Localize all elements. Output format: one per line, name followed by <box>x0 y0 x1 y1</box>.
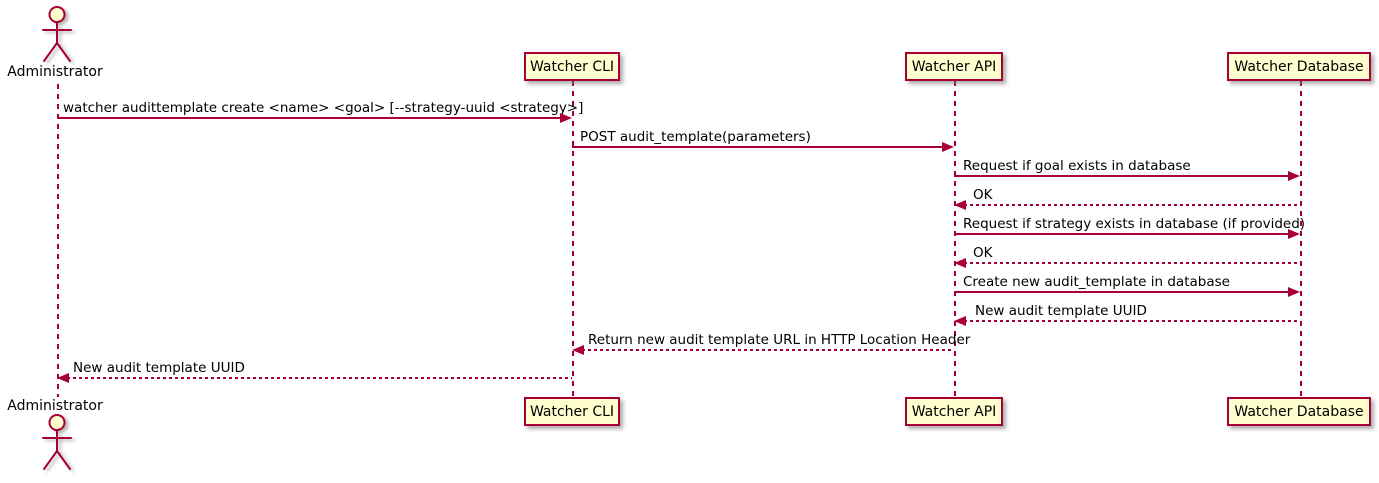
participant-watcher-api-bottom: Watcher API <box>905 397 1003 426</box>
message-label: POST audit_template(parameters) <box>580 129 811 145</box>
actor-label-top: Administrator <box>7 64 103 80</box>
participant-label: Watcher CLI <box>529 403 615 420</box>
message-line <box>954 233 1290 235</box>
arrowhead-left-icon <box>954 258 966 268</box>
arrowhead-left-icon <box>572 345 584 355</box>
lifeline-watcher-database <box>1300 81 1302 397</box>
message-line <box>57 117 562 119</box>
lifeline-watcher-api <box>954 81 956 397</box>
message-line <box>964 204 1300 206</box>
message-label: Return new audit template URL in HTTP Lo… <box>588 332 971 348</box>
message-line <box>964 262 1300 264</box>
message-label: watcher audittemplate create <name> <goa… <box>63 100 584 116</box>
message-label: New audit template UUID <box>975 303 1147 319</box>
arrowhead-right-icon <box>1288 171 1300 181</box>
arrowhead-left-icon <box>57 373 69 383</box>
participant-label: Watcher Database <box>1234 403 1364 420</box>
arrowhead-right-icon <box>942 142 954 152</box>
message-label: New audit template UUID <box>73 360 245 376</box>
message-line <box>572 146 944 148</box>
actor-label-bottom: Administrator <box>7 398 103 414</box>
participant-label: Watcher API <box>911 58 997 75</box>
lifeline-administrator <box>57 84 59 397</box>
participant-label: Watcher API <box>911 403 997 420</box>
message-line <box>582 349 954 351</box>
message-line <box>954 291 1290 293</box>
arrowhead-right-icon <box>560 113 572 123</box>
participant-watcher-cli-top: Watcher CLI <box>524 52 620 81</box>
message-label: OK <box>973 245 993 261</box>
participant-label: Watcher Database <box>1234 58 1364 75</box>
message-label: Request if goal exists in database <box>963 158 1191 174</box>
participant-watcher-database-bottom: Watcher Database <box>1227 397 1371 426</box>
message-line <box>964 320 1300 322</box>
actor-icon <box>42 6 72 62</box>
arrowhead-right-icon <box>1288 287 1300 297</box>
message-label: Create new audit_template in database <box>963 274 1230 290</box>
participant-watcher-api-top: Watcher API <box>905 52 1003 81</box>
participant-label: Watcher CLI <box>529 58 615 75</box>
lifeline-watcher-cli <box>572 81 574 397</box>
arrowhead-left-icon <box>954 200 966 210</box>
participant-watcher-database-top: Watcher Database <box>1227 52 1371 81</box>
message-line <box>67 377 572 379</box>
actor-icon <box>42 414 72 470</box>
message-line <box>954 175 1290 177</box>
message-label: OK <box>973 187 993 203</box>
participant-watcher-cli-bottom: Watcher CLI <box>524 397 620 426</box>
arrowhead-right-icon <box>1288 229 1300 239</box>
message-label: Request if strategy exists in database (… <box>963 216 1306 232</box>
arrowhead-left-icon <box>954 316 966 326</box>
